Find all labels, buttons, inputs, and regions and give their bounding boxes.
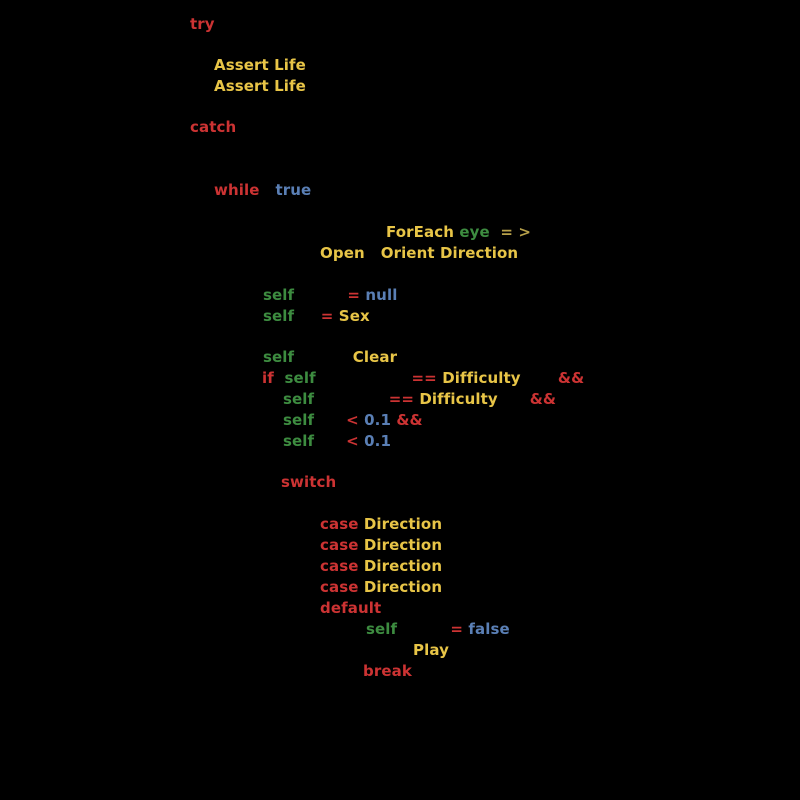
line-play[interactable]: Play xyxy=(413,640,449,661)
line-case-direction-3[interactable]: case Direction xyxy=(320,556,442,577)
code-token-keyword: case xyxy=(320,536,359,554)
code-token-literal: 0.1 xyxy=(364,432,391,450)
line-while-true[interactable]: while true xyxy=(214,180,311,201)
code-token-type: Assert Life xyxy=(214,56,306,74)
code-token-type: Direction xyxy=(363,515,443,533)
code-token-type: Clear xyxy=(352,348,398,366)
code-gap xyxy=(294,307,321,325)
line-case-direction-4[interactable]: case Direction xyxy=(320,577,442,598)
code-token-identifier: self xyxy=(283,390,315,408)
code-token-operator: < xyxy=(346,432,359,450)
code-token-keyword: if xyxy=(262,369,274,387)
code-token-operator: < xyxy=(346,411,359,429)
code-token-keyword: try xyxy=(190,15,215,33)
code-token-operator: && xyxy=(396,411,423,429)
code-token-type: Play xyxy=(413,641,449,659)
code-gap xyxy=(498,390,530,408)
line-if-threshold-1[interactable]: self < 0.1 && xyxy=(283,410,423,431)
code-token-literal: null xyxy=(365,286,398,304)
code-token-keyword: while xyxy=(214,181,260,199)
line-self-sex[interactable]: self = Sex xyxy=(263,306,370,327)
line-self-false[interactable]: self = false xyxy=(366,619,510,640)
code-token-type: Difficulty xyxy=(419,390,498,408)
code-token-type: ForEach xyxy=(386,223,454,241)
code-gap xyxy=(314,411,346,429)
code-gap xyxy=(294,348,353,366)
code-token-operator: = xyxy=(450,620,464,638)
code-token-operator: = xyxy=(347,286,361,304)
line-assert-life-1[interactable]: Assert Life xyxy=(214,55,306,76)
code-token-keyword: default xyxy=(320,599,382,617)
line-try[interactable]: try xyxy=(190,14,215,35)
code-gap xyxy=(365,244,381,262)
code-gap xyxy=(260,181,276,199)
code-token-type: Orient Direction xyxy=(380,244,519,262)
code-token-type: Direction xyxy=(363,536,443,554)
code-token-literal: 0.1 xyxy=(364,411,391,429)
code-gap xyxy=(490,223,501,241)
line-assert-life-2[interactable]: Assert Life xyxy=(214,76,306,97)
line-break[interactable]: break xyxy=(363,661,412,682)
code-token-identifier: eye xyxy=(459,223,490,241)
code-token-keyword: break xyxy=(363,662,412,680)
code-token-keyword: catch xyxy=(190,118,237,136)
code-token-type: Direction xyxy=(363,557,443,575)
line-switch[interactable]: switch xyxy=(281,472,336,493)
line-foreach-eye[interactable]: ForEach eye = > xyxy=(386,222,531,243)
code-token-operator: = xyxy=(320,307,334,325)
code-token-type: Sex xyxy=(338,307,370,325)
line-if-difficulty-2[interactable]: self == Difficulty && xyxy=(283,389,556,410)
line-if-threshold-2[interactable]: self < 0.1 xyxy=(283,431,391,452)
code-token-keyword: switch xyxy=(281,473,337,491)
line-default[interactable]: default xyxy=(320,598,381,619)
line-open-orient-direction[interactable]: Open Orient Direction xyxy=(320,243,518,264)
code-token-identifier: self xyxy=(283,432,315,450)
code-token-identifier: self xyxy=(366,620,398,638)
line-case-direction-1[interactable]: case Direction xyxy=(320,514,442,535)
code-token-operator: && xyxy=(557,369,585,387)
code-token-type: Difficulty xyxy=(442,369,521,387)
code-token-keyword: case xyxy=(320,557,359,575)
code-gap xyxy=(316,369,412,387)
code-token-identifier: self xyxy=(284,369,316,387)
code-token-type: Assert Life xyxy=(214,77,306,95)
line-case-direction-2[interactable]: case Direction xyxy=(320,535,442,556)
code-gap xyxy=(397,620,450,638)
line-self-clear[interactable]: self Clear xyxy=(263,347,397,368)
code-token-identifier: self xyxy=(263,286,295,304)
code-token-literal: false xyxy=(468,620,510,638)
code-token-operator: == xyxy=(411,369,437,387)
code-gap xyxy=(294,286,347,304)
code-token-identifier: self xyxy=(263,348,295,366)
line-if-difficulty-1[interactable]: if self == Difficulty && xyxy=(262,368,584,389)
code-token-operator: && xyxy=(529,390,557,408)
line-catch[interactable]: catch xyxy=(190,117,236,138)
code-token-identifier: self xyxy=(263,307,295,325)
code-token-literal: true xyxy=(275,181,312,199)
code-token-arrow: = > xyxy=(500,223,532,241)
code-gap xyxy=(521,369,558,387)
code-token-keyword: case xyxy=(320,515,359,533)
code-token-type: Direction xyxy=(363,578,443,596)
line-self-null[interactable]: self = null xyxy=(263,285,397,306)
code-gap xyxy=(274,369,285,387)
code-token-operator: == xyxy=(388,390,415,408)
code-gap xyxy=(314,390,389,408)
code-gap xyxy=(314,432,346,450)
code-token-type: Open xyxy=(320,244,365,262)
code-token-keyword: case xyxy=(320,578,359,596)
code-token-identifier: self xyxy=(283,411,315,429)
